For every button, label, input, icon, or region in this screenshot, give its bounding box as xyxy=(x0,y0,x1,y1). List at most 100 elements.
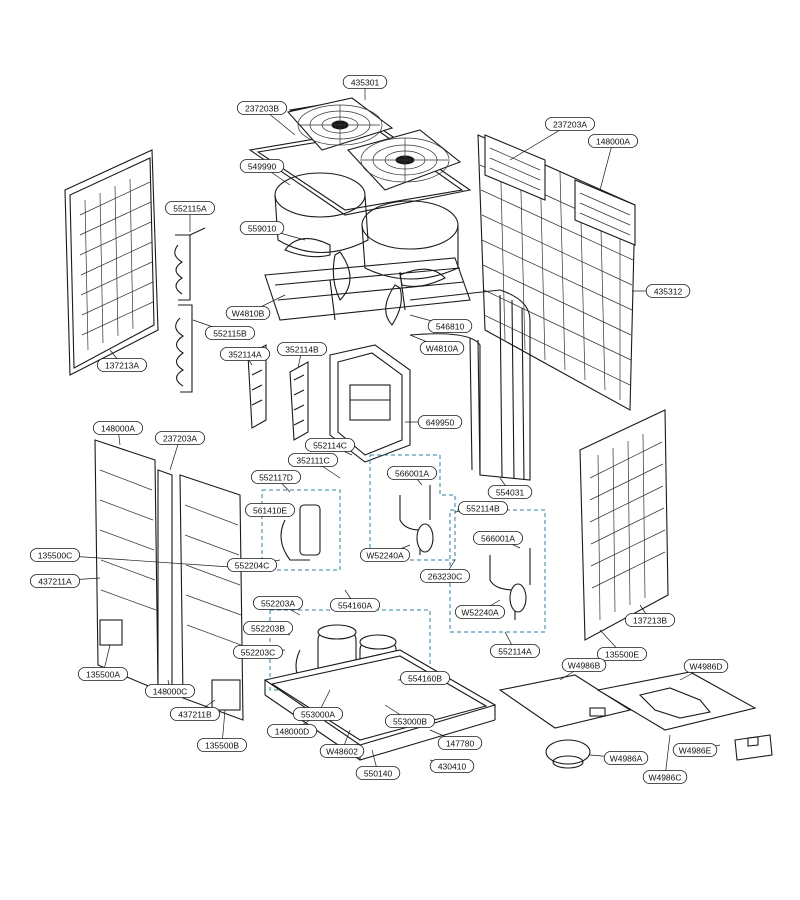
drain-pan-w4986a xyxy=(545,739,591,769)
label-text: 352111C xyxy=(296,456,329,466)
fan-guard-right xyxy=(346,129,462,191)
label-oval xyxy=(645,284,691,298)
part-label-552114b: 552114B xyxy=(457,501,508,515)
label-text: 566001A xyxy=(481,534,515,544)
bracket-w4986e xyxy=(734,734,773,761)
label-oval xyxy=(417,415,463,429)
label-oval xyxy=(384,714,435,728)
side-panel-left-rear xyxy=(64,149,159,376)
label-text: 148000D xyxy=(275,727,310,737)
label-text: W4986C xyxy=(648,773,681,783)
label-oval xyxy=(399,671,450,685)
top-panel xyxy=(248,127,472,216)
label-text: 649950 xyxy=(426,418,455,428)
label-text: 148000C xyxy=(153,687,188,697)
label-text: 135500C xyxy=(38,551,73,561)
label-oval xyxy=(454,605,505,619)
part-label-w4986e: W4986E xyxy=(672,743,718,757)
pipe-assembly-552115b xyxy=(175,304,193,393)
label-oval xyxy=(29,574,81,588)
label-oval xyxy=(93,421,144,435)
label-oval xyxy=(419,569,470,583)
fan-guard-left xyxy=(286,97,394,151)
part-label-552117d: 552117D xyxy=(250,470,301,484)
label-text: 566001A xyxy=(395,469,429,479)
label-text: 430410 xyxy=(438,762,467,772)
label-oval xyxy=(545,117,596,131)
label-text: 148000A xyxy=(101,424,135,434)
dashed-group-valves-2 xyxy=(449,509,546,633)
label-text: 561410E xyxy=(253,506,287,516)
label-text: 559010 xyxy=(248,224,277,234)
label-oval xyxy=(304,438,355,452)
label-oval xyxy=(561,658,607,672)
label-text: 553000A xyxy=(301,710,335,720)
part-label-552115a: 552115A xyxy=(164,201,215,215)
part-label-649950: 649950 xyxy=(417,415,463,429)
front-panel-left-2 xyxy=(179,474,244,721)
fan-shroud xyxy=(274,172,459,280)
fan-blades xyxy=(284,238,446,326)
drain-plate-w4986b xyxy=(498,674,632,729)
part-label-552114a: 552114A xyxy=(489,644,540,658)
label-oval xyxy=(164,201,215,215)
valve-assembly-2 xyxy=(489,548,531,620)
label-oval xyxy=(196,738,247,752)
label-oval xyxy=(487,485,533,499)
label-oval xyxy=(386,466,437,480)
label-text: W4986D xyxy=(689,662,722,672)
part-label-435301: 435301 xyxy=(342,75,388,89)
part-label-554160a: 554160A xyxy=(329,598,380,612)
label-oval xyxy=(342,75,388,89)
label-text: 552115B xyxy=(213,329,247,339)
fan-motor-bracket xyxy=(264,257,471,321)
label-text: 552203B xyxy=(251,624,285,634)
label-oval xyxy=(226,558,277,572)
part-label-148000d: 148000D xyxy=(266,724,317,738)
label-text: W52240A xyxy=(461,608,499,618)
label-oval xyxy=(252,596,303,610)
label-oval xyxy=(329,598,380,612)
label-text: 237203A xyxy=(163,434,197,444)
part-label-w4810b: W4810B xyxy=(225,306,271,320)
part-label-546810: 546810 xyxy=(427,319,473,333)
label-oval xyxy=(239,221,285,235)
leader-w4986c xyxy=(664,734,671,778)
part-label-148000a-left: 148000A xyxy=(93,421,144,435)
label-text: 546810 xyxy=(436,322,465,332)
part-label-w48602: W48602 xyxy=(319,744,365,758)
leader-148000a-top xyxy=(599,140,614,191)
label-text: 552114B xyxy=(466,504,500,514)
part-label-352114a: 352114A xyxy=(219,347,270,361)
part-label-w4810a: W4810A xyxy=(419,341,465,355)
label-text: 552114A xyxy=(498,647,532,657)
part-label-352111c: 352111C xyxy=(287,453,338,467)
label-oval xyxy=(457,501,508,515)
label-text: 552117D xyxy=(259,473,293,483)
side-panel-right-front xyxy=(579,409,669,641)
label-oval xyxy=(266,724,317,738)
part-label-550140: 550140 xyxy=(355,766,401,780)
label-text: 554160A xyxy=(338,601,372,611)
part-label-w4986b: W4986B xyxy=(561,658,607,672)
part-label-237203a-top: 237203A xyxy=(545,117,596,131)
label-oval xyxy=(597,647,648,661)
label-oval xyxy=(154,431,205,445)
heat-exchanger-coil xyxy=(409,289,531,481)
part-label-w4986c: W4986C xyxy=(642,770,688,784)
label-text: 137213B xyxy=(633,616,667,626)
part-label-147780: 147780 xyxy=(437,736,483,750)
label-oval xyxy=(472,531,523,545)
part-label-w52240a-1: W52240A xyxy=(359,548,410,562)
label-oval xyxy=(239,159,285,173)
dashed-group-accumulator xyxy=(261,489,341,571)
label-text: 554160B xyxy=(408,674,442,684)
part-label-w4986d: W4986D xyxy=(683,659,729,673)
pipe-assembly-352114b xyxy=(289,361,309,441)
part-label-552203b: 552203B xyxy=(242,621,293,635)
part-label-137213a: 137213A xyxy=(97,358,148,372)
label-text: 550140 xyxy=(364,769,393,779)
label-text: W4810B xyxy=(232,309,265,319)
